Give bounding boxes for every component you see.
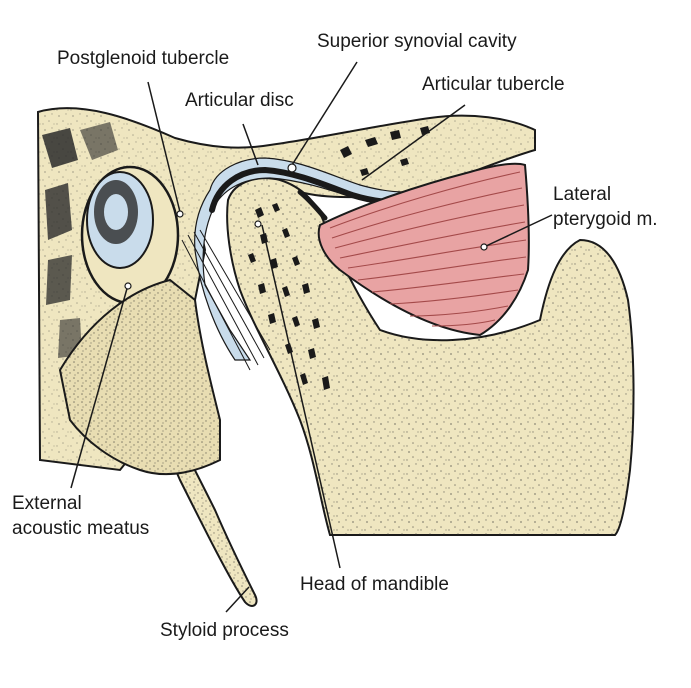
leader-head-mandible [261,224,341,569]
synovial-cavity [194,157,431,361]
external-acoustic-meatus [80,165,180,305]
label-external-acoustic-line1: External [12,493,82,514]
leader-postglenoid [147,81,181,213]
leader-articular-tubercle [361,104,466,181]
label-styloid-process: Styloid process [160,620,289,641]
label-lateral-pterygoid-line2: pterygoid m. [553,209,658,230]
label-articular-tubercle: Articular tubercle [422,74,565,95]
leader-superior-synovial [291,61,358,166]
leader-styloid [225,586,250,613]
label-postglenoid-tubercle: Postglenoid tubercle [57,48,230,69]
leader-articular-disc [242,123,259,166]
leader-external-acoustic [70,284,129,489]
label-articular-disc: Articular disc [185,90,294,111]
leader-lines [70,61,553,613]
retrodiscal-tissue [181,229,271,371]
lateral-pterygoid-muscle [317,162,530,337]
label-head-of-mandible: Head of mandible [300,574,449,595]
label-superior-synovial-cavity: Superior synovial cavity [317,31,517,52]
label-lateral-pterygoid-line1: Lateral [553,184,612,205]
pointer-dots [124,163,488,290]
label-external-acoustic-line2: acoustic meatus [12,518,150,539]
leader-lateral-pterygoid [483,214,553,248]
tympanic-plate [58,278,221,476]
